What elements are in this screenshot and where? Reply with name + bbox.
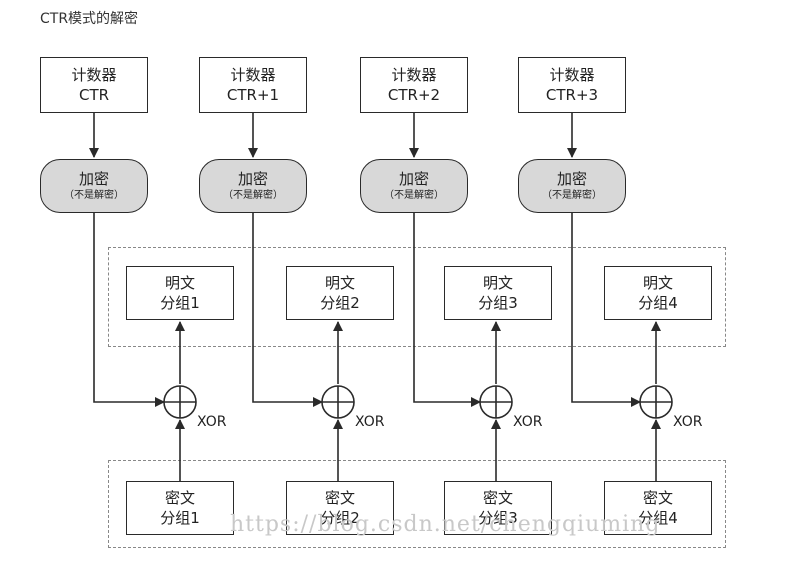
ciphertext-group-frame xyxy=(108,460,726,548)
encrypt-block-4: 加密 （不是解密） xyxy=(518,159,626,213)
arrow-encrypt2-to-xor2 xyxy=(252,213,323,407)
plaintext-index: 分组3 xyxy=(478,294,518,312)
counter-label: 计数器 xyxy=(391,66,437,84)
ciphertext-index: 分组4 xyxy=(638,509,678,527)
ciphertext-block-4: 密文 分组4 xyxy=(604,481,712,535)
xor-label-1: XOR xyxy=(197,414,227,430)
plaintext-label: 明文 xyxy=(642,274,673,292)
counter-box-4: 计数器 CTR+3 xyxy=(518,57,626,113)
counter-label: 计数器 xyxy=(71,66,117,84)
xor-label-3: XOR xyxy=(513,414,543,430)
encrypt-note: （不是解密） xyxy=(384,189,444,201)
encrypt-block-2: 加密 （不是解密） xyxy=(199,159,307,213)
plaintext-label: 明文 xyxy=(482,274,513,292)
arrow-encrypt1-to-xor1 xyxy=(93,213,165,407)
encrypt-block-1: 加密 （不是解密） xyxy=(40,159,148,213)
encrypt-label: 加密 xyxy=(398,169,429,188)
ciphertext-index: 分组3 xyxy=(478,509,518,527)
counter-label: 计数器 xyxy=(230,66,276,84)
counter-box-2: 计数器 CTR+1 xyxy=(199,57,307,113)
ciphertext-block-3: 密文 分组3 xyxy=(444,481,552,535)
ciphertext-index: 分组2 xyxy=(320,509,360,527)
plaintext-block-1: 明文 分组1 xyxy=(126,266,234,320)
counter-value: CTR+2 xyxy=(387,86,441,104)
plaintext-label: 明文 xyxy=(324,274,355,292)
ciphertext-label: 密文 xyxy=(164,489,195,507)
plaintext-group-frame xyxy=(108,247,726,347)
plaintext-index: 分组4 xyxy=(638,294,678,312)
watermark: https://blog.csdn.net/chengqiuming xyxy=(230,512,661,537)
ciphertext-index: 分组1 xyxy=(160,509,200,527)
ciphertext-label: 密文 xyxy=(324,489,355,507)
xor-label-2: XOR xyxy=(355,414,385,430)
ciphertext-label: 密文 xyxy=(482,489,513,507)
arrow-encrypt4-to-xor4 xyxy=(571,213,641,407)
encrypt-label: 加密 xyxy=(78,169,109,188)
counter-value: CTR+3 xyxy=(545,86,599,104)
ciphertext-block-2: 密文 分组2 xyxy=(286,481,394,535)
counter-label: 计数器 xyxy=(549,66,595,84)
plaintext-block-4: 明文 分组4 xyxy=(604,266,712,320)
counter-value: CTR+1 xyxy=(226,86,280,104)
encrypt-note: （不是解密） xyxy=(64,189,124,201)
counter-value: CTR xyxy=(78,86,110,104)
plaintext-block-3: 明文 分组3 xyxy=(444,266,552,320)
diagram-title: CTR模式的解密 xyxy=(40,11,139,27)
xor-label-4: XOR xyxy=(673,414,703,430)
plaintext-label: 明文 xyxy=(164,274,195,292)
encrypt-label: 加密 xyxy=(237,169,268,188)
encrypt-block-3: 加密 （不是解密） xyxy=(360,159,468,213)
plaintext-block-2: 明文 分组2 xyxy=(286,266,394,320)
plaintext-index: 分组2 xyxy=(320,294,360,312)
encrypt-label: 加密 xyxy=(556,169,587,188)
ciphertext-label: 密文 xyxy=(642,489,673,507)
encrypt-note: （不是解密） xyxy=(223,189,283,201)
counter-box-1: 计数器 CTR xyxy=(40,57,148,113)
encrypt-note: （不是解密） xyxy=(542,189,602,201)
ciphertext-block-1: 密文 分组1 xyxy=(126,481,234,535)
arrow-encrypt3-to-xor3 xyxy=(413,213,481,407)
counter-box-3: 计数器 CTR+2 xyxy=(360,57,468,113)
plaintext-index: 分组1 xyxy=(160,294,200,312)
